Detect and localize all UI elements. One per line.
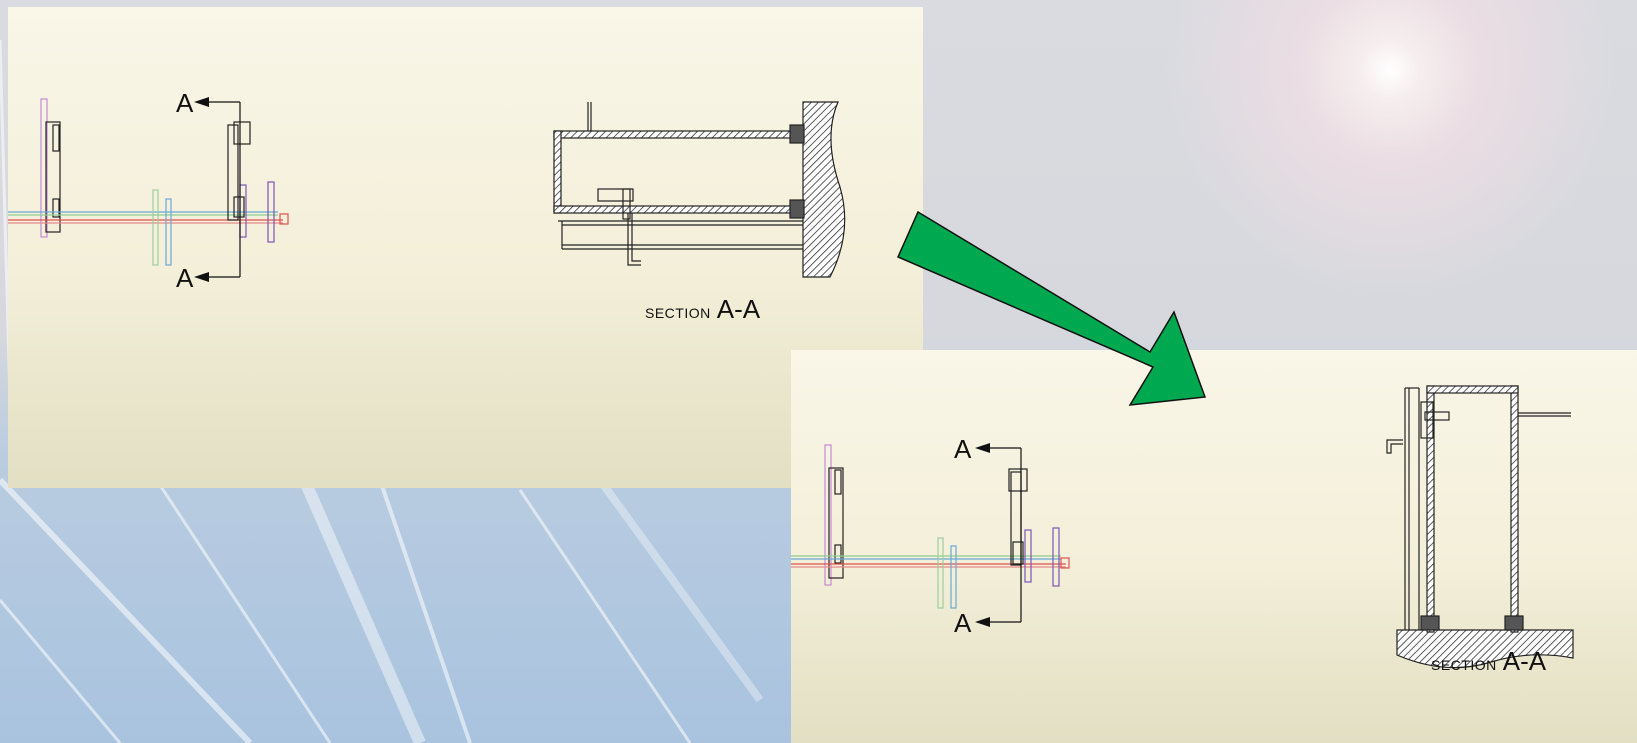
drawing-panel-after: A A SECTION A-A — [791, 350, 1637, 743]
cut-marker-bottom: A — [176, 263, 194, 293]
plan-purple-member — [40, 98, 48, 238]
section-label-big: A-A — [716, 294, 761, 324]
section-label-small: SECTION — [1431, 657, 1497, 673]
section-label: SECTION A-A — [645, 294, 760, 325]
section-view — [1386, 385, 1574, 669]
section-view — [553, 101, 846, 278]
section-label-big: A-A — [1502, 646, 1547, 676]
drawing-panel-before: A A SECTI — [8, 7, 923, 488]
cut-marker-top: A — [954, 434, 972, 464]
cut-marker-bottom: A — [954, 608, 972, 638]
plan-and-section-drawing: A A — [8, 88, 846, 293]
plan-view — [791, 443, 1070, 627]
plan-and-section-drawing-revised: A A — [791, 385, 1574, 669]
section-label-small: SECTION — [645, 305, 711, 321]
section-label: SECTION A-A — [1431, 646, 1546, 677]
cut-marker-top: A — [176, 88, 194, 118]
plan-view — [8, 97, 289, 282]
wall-hatch — [802, 101, 846, 278]
floor-hatch — [1396, 629, 1574, 669]
